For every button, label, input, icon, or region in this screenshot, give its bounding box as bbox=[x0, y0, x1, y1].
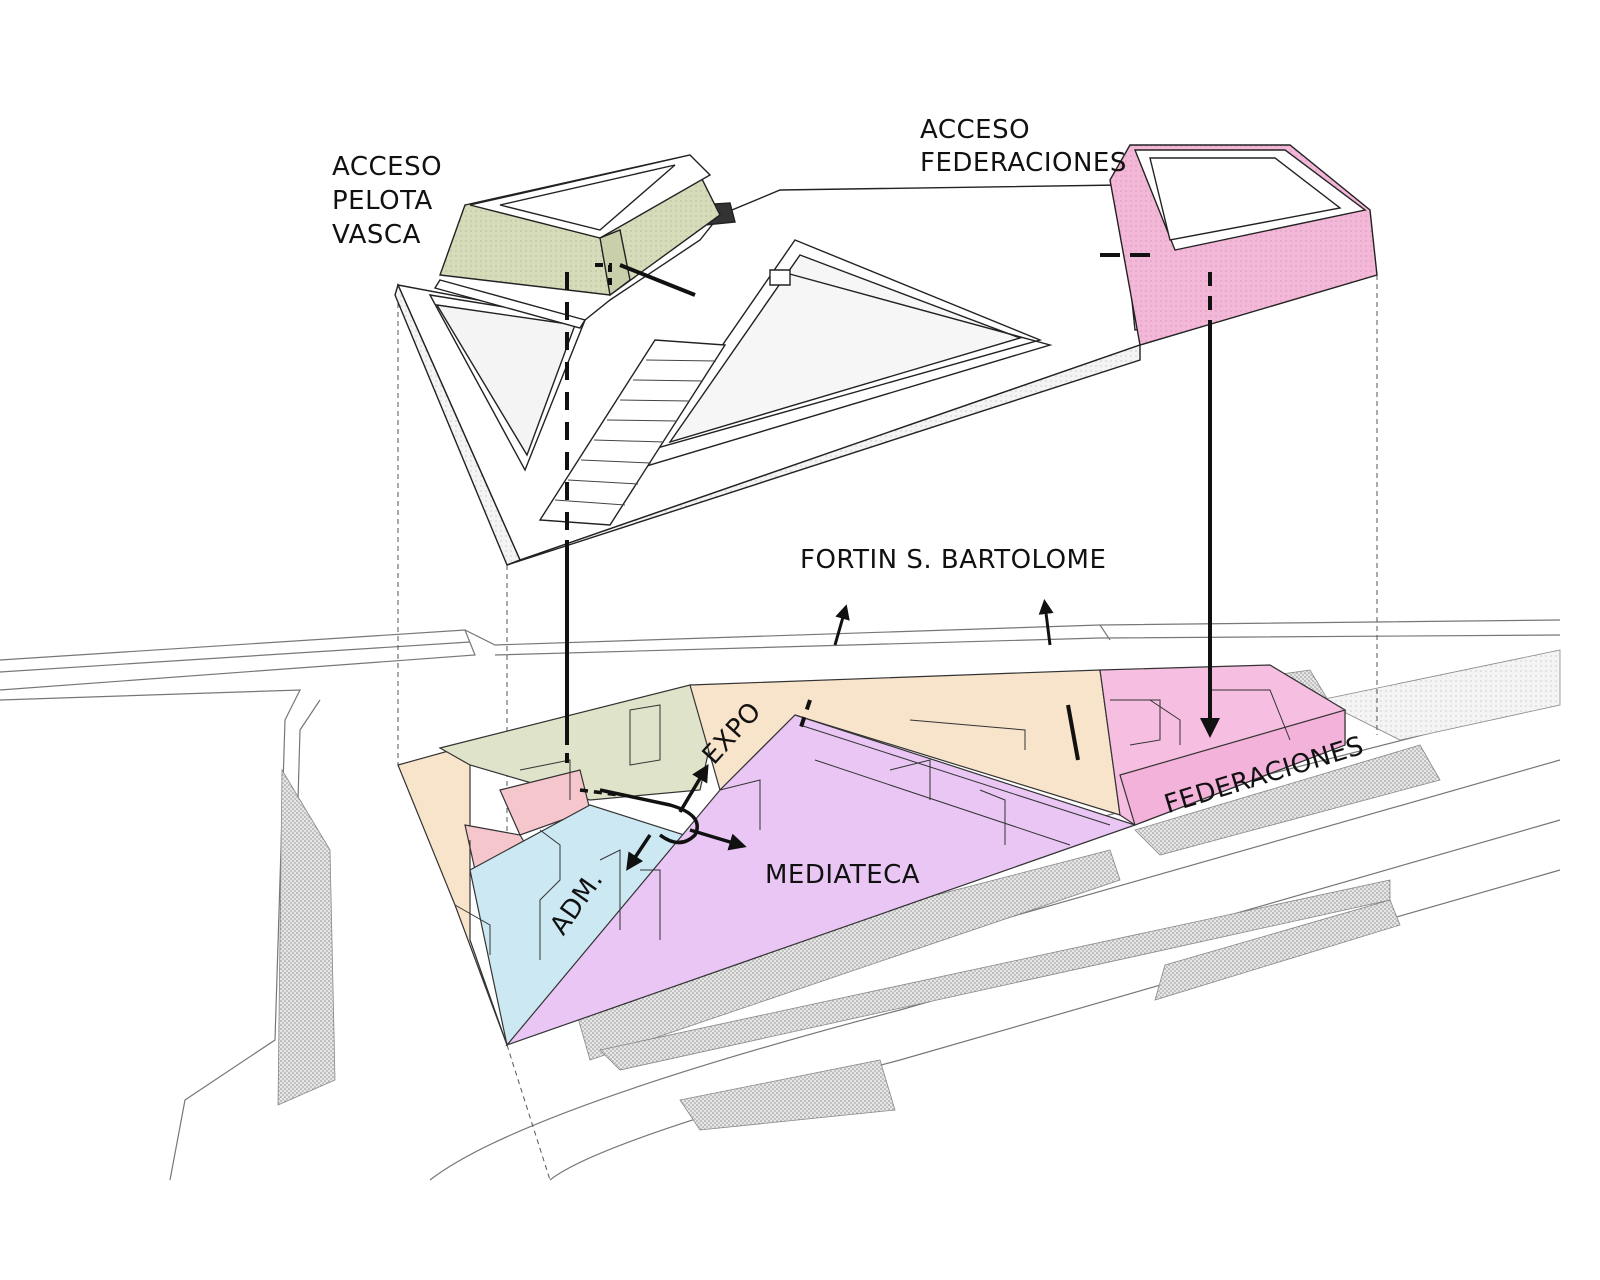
label-acceso-federaciones-2: FEDERACIONES bbox=[920, 148, 1127, 178]
label-fortin: FORTIN S. BARTOLOME bbox=[800, 545, 1107, 575]
label-mediateca: MEDIATECA bbox=[765, 860, 921, 890]
circulation-paths bbox=[565, 253, 1220, 871]
label-acceso-pelota-1: ACCESO bbox=[332, 152, 443, 182]
ground-floor-plan bbox=[397, 664, 1346, 1047]
pelota-vasca-block bbox=[439, 154, 721, 297]
label-acceso-federaciones-1: ACCESO bbox=[920, 115, 1031, 145]
federaciones-roof-block bbox=[1109, 144, 1378, 346]
label-acceso-pelota-3: VASCA bbox=[332, 220, 421, 250]
interior-walls bbox=[454, 689, 1291, 960]
roof-level bbox=[394, 184, 1371, 566]
label-acceso-pelota-2: PELOTA bbox=[332, 186, 433, 216]
